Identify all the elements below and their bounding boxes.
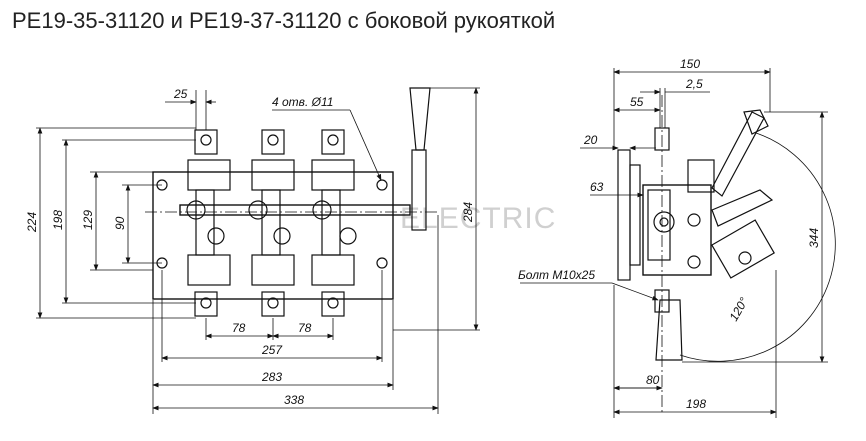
dim-78-right: 78 [298,321,312,335]
mount-hole [376,179,388,191]
dim-198: 198 [51,210,65,230]
front-view [145,87,440,317]
drive-shaft [179,204,411,216]
terminal-row-top [187,129,355,191]
dim-344: 344 [807,228,821,248]
dim-20: 20 [583,133,598,147]
bolt-note: Болт М10х25 [518,268,595,282]
dim-257: 257 [261,343,283,357]
dim-224: 224 [25,212,39,233]
dim-150: 150 [680,57,700,71]
dim-284: 284 [461,202,475,223]
side-view [617,95,836,415]
handle-off-position [655,299,683,361]
dim-2-5: 2,5 [685,77,703,91]
front-dimensions [36,87,480,414]
dim-55: 55 [630,95,644,109]
angle-120: 120° [726,295,751,324]
dim-63: 63 [590,180,604,194]
dim-78-left: 78 [232,321,246,335]
base-plate [152,171,394,300]
dim-80: 80 [646,373,660,387]
handle-on-position [711,111,765,197]
dim-129: 129 [81,210,95,230]
holes-note: 4 отв. Ø11 [272,95,333,109]
handle-grip [409,87,431,151]
dim-198-side: 198 [686,397,706,411]
dim-283: 283 [261,370,282,384]
switch-body [642,184,712,276]
side-dimensions [520,68,828,418]
terminal-row-bottom [187,254,355,317]
dim-90: 90 [113,216,127,230]
handle-lever [411,149,427,231]
dim-25: 25 [173,87,188,101]
mount-hole [376,257,388,269]
dim-338: 338 [284,393,304,407]
page-title: РЕ19-35-31120 и РЕ19-37-31120 с боковой … [12,8,556,33]
